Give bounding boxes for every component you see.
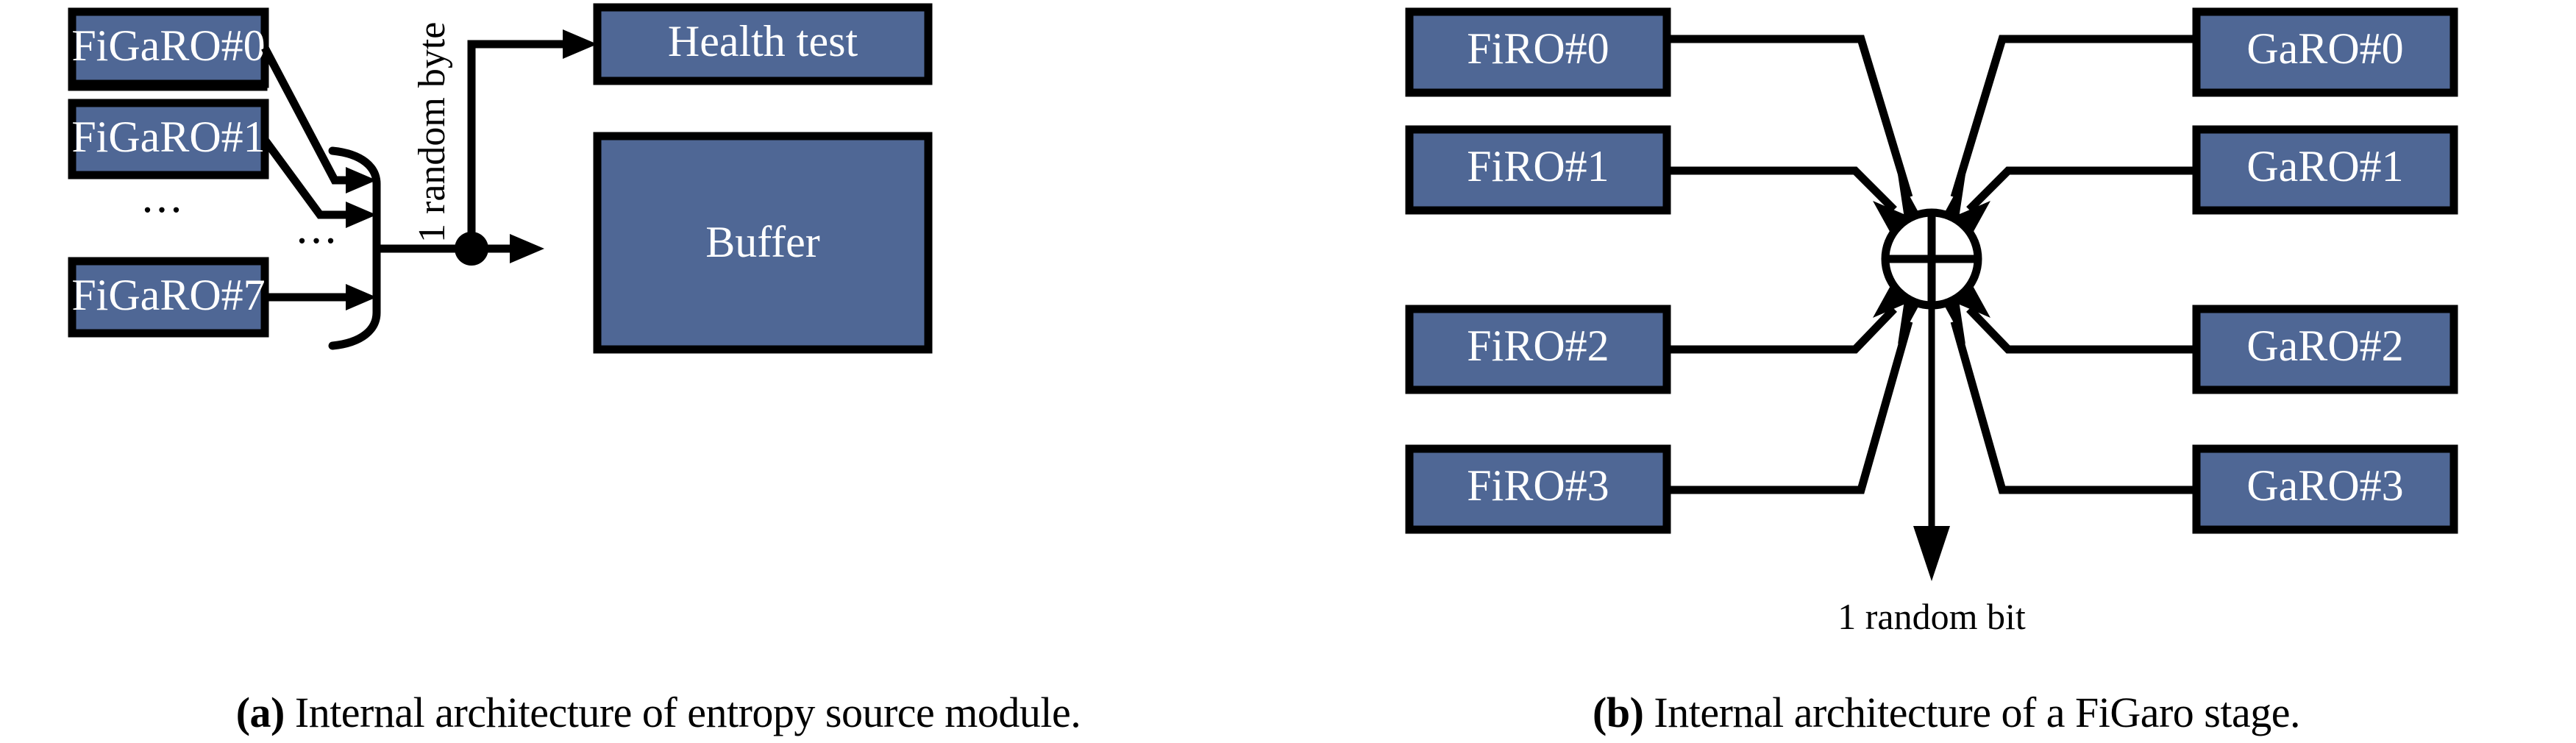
wire-firo0-to-xor [1667, 35, 1913, 199]
arrowhead-mux-in-1 [346, 202, 377, 228]
source-ellipsis: ... [142, 172, 185, 222]
panel-b-caption-text: Internal architecture of a FiGaro stage. [1643, 689, 2300, 736]
arrowhead-health-test [563, 29, 597, 59]
output-label: 1 random bit [1837, 596, 2026, 637]
arrowhead-mux-in-0 [346, 167, 377, 193]
garo-0[interactable]: GaRO#0 [2192, 7, 2458, 97]
garo-1[interactable]: GaRO#1 [2192, 125, 2458, 215]
buffer-block[interactable]: Buffer [593, 132, 933, 354]
src-7-label: FiGaRO#7 [71, 271, 265, 319]
garo-1-label: GaRO#1 [2246, 142, 2403, 191]
src-1-label: FiGaRO#1 [71, 113, 265, 161]
wire-garo0-to-xor [1950, 35, 2196, 199]
firo-3[interactable]: FiRO#3 [1405, 444, 1671, 534]
garo-2-label: GaRO#2 [2246, 321, 2403, 370]
panel-b-caption: (b) Internal architecture of a FiGaro st… [1317, 688, 2576, 737]
wire-garo2-to-xor [1966, 306, 2196, 354]
src-0[interactable]: FiGaRO#0 [68, 7, 269, 88]
panel-b-diagram: FiRO#0 FiRO#1 FiRO#2 FiRO#3 GaRO#0 Ga [1405, 7, 2458, 637]
panel-b-figaro-stage: FiRO#0 FiRO#1 FiRO#2 FiRO#3 GaRO#0 Ga [1317, 0, 2576, 743]
panel-b-caption-tag: (b) [1593, 689, 1644, 736]
buffer-label: Buffer [705, 218, 820, 266]
panel-a-caption: (a) Internal architecture of entropy sou… [0, 688, 1317, 737]
panel-a-caption-text: Internal architecture of entropy source … [284, 689, 1081, 736]
panel-a-diagram: FiGaRO#0 FiGaRO#1 FiGaRO#7 ... ... [68, 3, 933, 354]
wire-src1-to-mux [261, 137, 351, 219]
wire-firo2-to-xor [1667, 306, 1897, 354]
health-test-block[interactable]: Health test [593, 3, 933, 85]
firo-2[interactable]: FiRO#2 [1405, 305, 1671, 394]
wire-to-health-test [467, 40, 568, 249]
garo-2[interactable]: GaRO#2 [2192, 305, 2458, 394]
wire-garo1-to-xor [1966, 166, 2196, 213]
arrowhead-mux-in-7 [346, 284, 377, 310]
garo-0-label: GaRO#0 [2246, 24, 2403, 73]
firo-1-label: FiRO#1 [1467, 142, 1609, 191]
src-7[interactable]: FiGaRO#7 [68, 257, 269, 338]
health-test-label: Health test [668, 17, 858, 65]
src-0-label: FiGaRO#0 [71, 21, 265, 70]
firo-0-label: FiRO#0 [1467, 24, 1609, 73]
wire-firo1-to-xor [1667, 166, 1897, 213]
garo-3[interactable]: GaRO#3 [2192, 444, 2458, 534]
panel-a-caption-tag: (a) [235, 689, 285, 736]
firo-1[interactable]: FiRO#1 [1405, 125, 1671, 215]
firo-0[interactable]: FiRO#0 [1405, 7, 1671, 97]
panel-a-entropy-source: FiGaRO#0 FiGaRO#1 FiGaRO#7 ... ... [0, 3, 1317, 737]
wire-src0-to-mux [261, 46, 351, 185]
wire-garo3-to-xor [1950, 320, 2196, 494]
garo-3-label: GaRO#3 [2246, 461, 2403, 510]
firo-3-label: FiRO#3 [1467, 461, 1609, 510]
firo-2-label: FiRO#2 [1467, 321, 1609, 370]
arrowhead-buffer [510, 234, 544, 263]
wire-firo3-to-xor [1667, 320, 1913, 494]
src-1[interactable]: FiGaRO#1 [68, 99, 269, 179]
arrowhead-output [1913, 526, 1950, 581]
signal-label-1-random-byte: 1 random byte [411, 22, 453, 243]
